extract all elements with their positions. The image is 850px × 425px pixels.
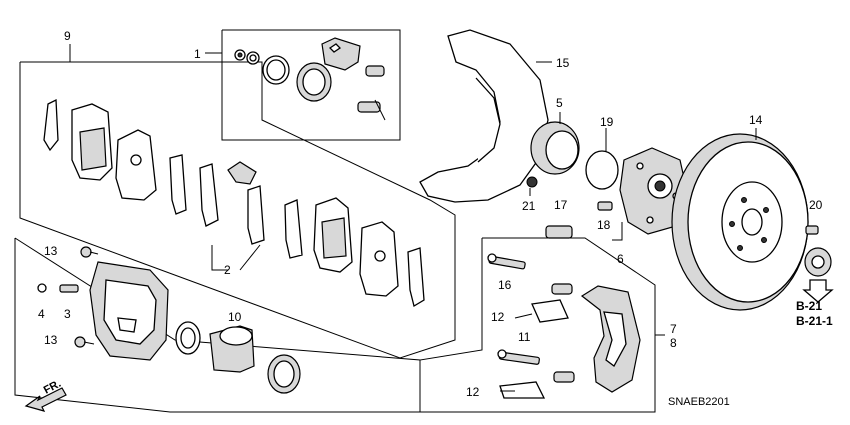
caliper-assembly xyxy=(37,246,301,394)
reference-b21-1: B-21-1 xyxy=(796,314,833,328)
callout-14: 14 xyxy=(749,113,763,127)
callout-10: 10 xyxy=(228,310,242,324)
callout-16: 16 xyxy=(498,278,512,292)
callout-1: 1 xyxy=(194,47,201,61)
callout-12b: 12 xyxy=(466,385,480,399)
callout-12a: 12 xyxy=(491,310,505,324)
callout-8: 8 xyxy=(670,336,677,350)
callout-4: 4 xyxy=(38,307,45,321)
wheel-bearing xyxy=(526,112,619,196)
callout-3: 3 xyxy=(64,307,71,321)
callout-labels: 1 2 4 3 5 6 7 8 9 10 11 12 12 13 13 14 1… xyxy=(38,29,833,408)
reference-b21: B-21 xyxy=(796,299,822,313)
callout-18: 18 xyxy=(597,218,611,232)
callout-20: 20 xyxy=(809,198,823,212)
splash-shield xyxy=(419,29,552,203)
callout-9: 9 xyxy=(64,29,71,43)
group-boundaries xyxy=(14,29,665,413)
diagram-code: SNAEB2201 xyxy=(668,396,730,408)
brake-pad-set xyxy=(43,98,425,308)
disc-screw xyxy=(802,225,834,303)
front-direction-arrow xyxy=(24,387,67,412)
callout-5: 5 xyxy=(556,96,563,110)
callout-6: 6 xyxy=(617,252,624,266)
callout-17: 17 xyxy=(554,198,568,212)
callout-7: 7 xyxy=(670,322,677,336)
seal-kit-parts xyxy=(234,37,386,121)
brake-disc xyxy=(671,128,809,311)
callout-21: 21 xyxy=(522,199,536,213)
callout-2: 2 xyxy=(224,263,231,277)
callout-11: 11 xyxy=(518,330,531,344)
callout-15: 15 xyxy=(556,56,570,70)
callout-19: 19 xyxy=(600,115,614,129)
callout-13a: 13 xyxy=(44,244,58,258)
caliper-bracket-assembly xyxy=(487,225,641,399)
callout-13b: 13 xyxy=(44,333,58,347)
